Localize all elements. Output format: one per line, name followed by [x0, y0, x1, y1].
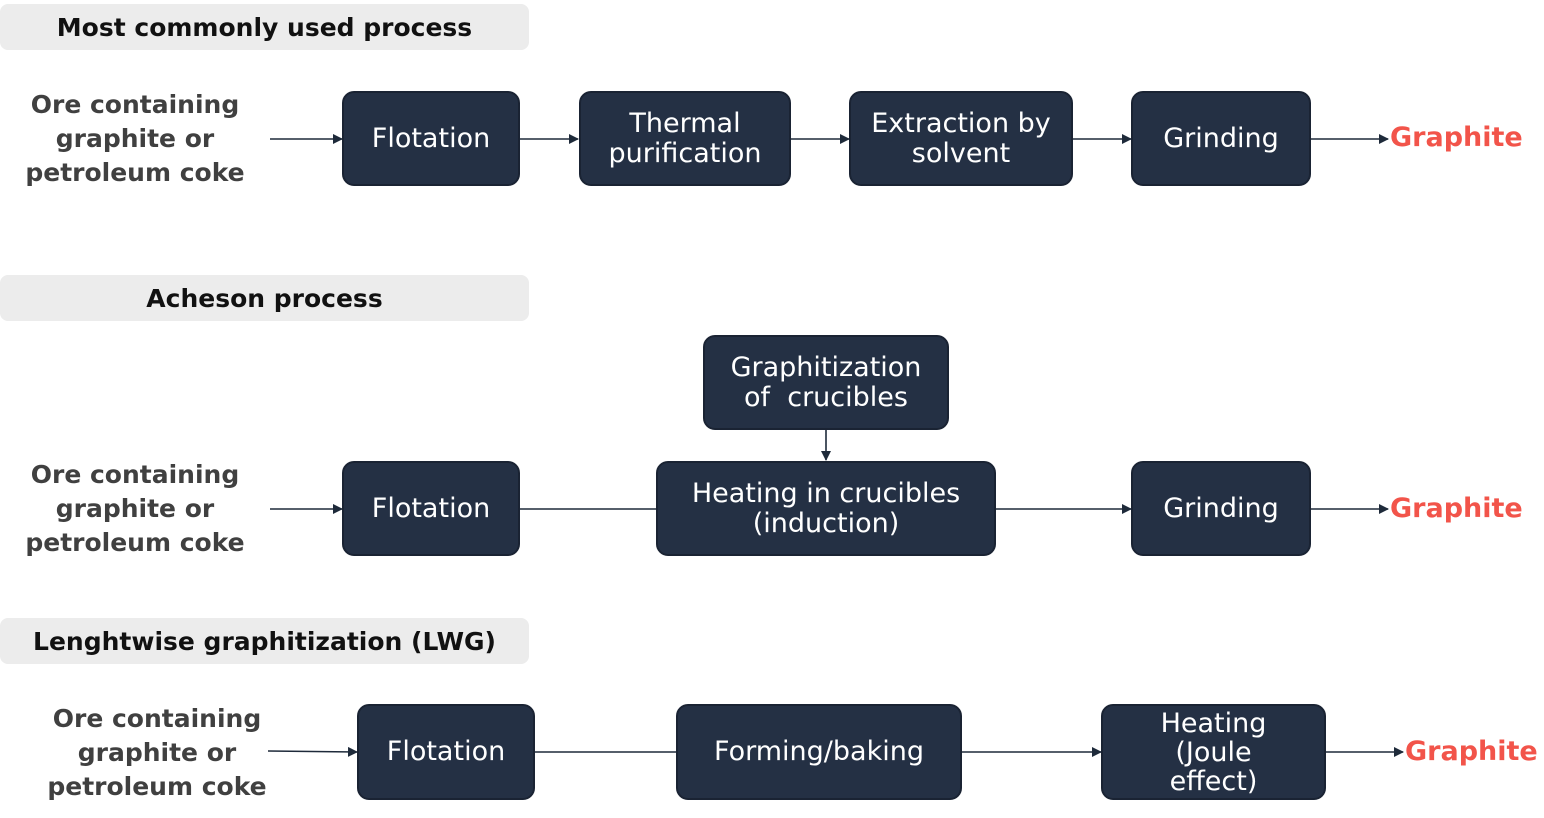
- step-heating-joule-effect: Heating (Joule effect): [1101, 704, 1326, 800]
- step-label: Grinding: [1163, 122, 1279, 154]
- step-flotation-3: Flotation: [357, 704, 535, 800]
- step-label: Graphitization: [730, 351, 922, 383]
- step-heating-in-crucibles: Heating in crucibles (induction): [656, 461, 996, 556]
- step-label: Flotation: [386, 736, 506, 767]
- step-label: purification: [608, 137, 762, 169]
- product-graphite-1: Graphite: [1390, 122, 1523, 153]
- source-ore-1: Ore containing graphite or petroleum cok…: [10, 88, 260, 190]
- section-header-common-process: Most commonly used process: [0, 4, 529, 50]
- step-label: (induction): [752, 507, 900, 539]
- step-label: Heating: [1160, 707, 1267, 739]
- source-line: graphite or: [55, 494, 215, 523]
- source-line: Ore containing: [30, 460, 240, 489]
- step-flotation-2: Flotation: [342, 461, 520, 556]
- step-label: Grinding: [1163, 492, 1279, 524]
- step-label: Thermal: [629, 107, 741, 139]
- section-header-lwg-process: Lenghtwise graphitization (LWG): [0, 618, 529, 664]
- source-ore-3: Ore containing graphite or petroleum cok…: [32, 702, 282, 804]
- step-label: Flotation: [371, 492, 491, 524]
- product-graphite-3: Graphite: [1405, 736, 1538, 767]
- step-label: of crucibles: [744, 381, 908, 413]
- source-ore-2: Ore containing graphite or petroleum cok…: [10, 458, 260, 560]
- source-line: graphite or: [77, 738, 237, 767]
- source-line: graphite or: [55, 124, 215, 153]
- step-label: Flotation: [371, 122, 491, 154]
- step-label: effect): [1169, 765, 1258, 797]
- step-label: Forming/baking: [714, 736, 924, 767]
- step-graphitization-of-crucibles: Graphitization of crucibles: [703, 335, 949, 430]
- source-line: petroleum coke: [25, 528, 245, 557]
- step-label: Heating in crucibles: [691, 477, 961, 509]
- step-label: Extraction by: [871, 107, 1051, 139]
- step-grinding-2: Grinding: [1131, 461, 1311, 556]
- step-flotation-1: Flotation: [342, 91, 520, 186]
- source-line: petroleum coke: [25, 158, 245, 187]
- product-graphite-2: Graphite: [1390, 493, 1523, 524]
- source-line: Ore containing: [52, 704, 262, 733]
- arrow-source-to-flotation-3: [267, 746, 358, 757]
- step-label: solvent: [911, 137, 1011, 169]
- section-header-acheson-process: Acheson process: [0, 275, 529, 321]
- step-label: (Joule: [1175, 736, 1252, 768]
- step-forming-baking: Forming/baking: [676, 704, 962, 800]
- source-line: petroleum coke: [47, 772, 267, 801]
- step-grinding-1: Grinding: [1131, 91, 1311, 186]
- step-thermal-purification: Thermal purification: [579, 91, 791, 186]
- source-line: Ore containing: [30, 90, 240, 119]
- step-extraction-by-solvent: Extraction by solvent: [849, 91, 1073, 186]
